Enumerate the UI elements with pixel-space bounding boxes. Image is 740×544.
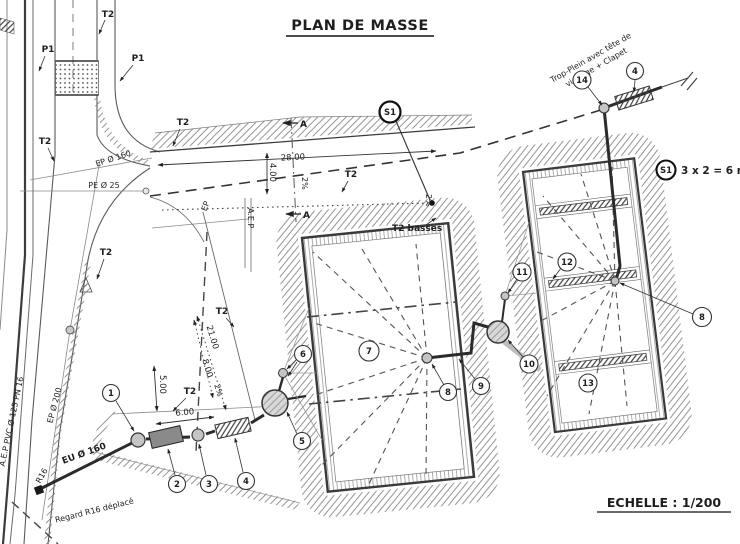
callout-3-num: 3 (206, 480, 212, 490)
p1-label: P1 (42, 45, 55, 55)
callout-4-num: 4 (243, 477, 249, 487)
callout-2-num: 2 (174, 480, 180, 490)
manhole-1 (130, 432, 146, 448)
dimensions (152, 149, 437, 426)
left-road-lines (0, 0, 161, 544)
node-8-right (610, 276, 620, 286)
t2-label: T2 (39, 137, 51, 147)
structure-4 (214, 416, 252, 440)
t2-label: T2 (102, 10, 114, 20)
boundary-lines (149, 108, 605, 223)
pipe-aep-label: A.E.P PVC Ø 125 PN 16 (0, 376, 25, 468)
pipe-ep160-label: EP Ø 160 (94, 148, 132, 169)
callout-5: 5 (292, 431, 312, 451)
callout-2: 2 (167, 474, 187, 494)
node-14 (598, 102, 610, 114)
callout-4-top-num: 4 (632, 67, 638, 77)
callout-8-num: 8 (445, 388, 451, 398)
basin-left (276, 197, 500, 518)
callout-9: 9 (471, 376, 491, 396)
laterals-left (306, 301, 462, 405)
drain-fan-right (536, 166, 628, 415)
junction-fan-lines (282, 221, 539, 441)
t2-label: T2 (100, 248, 112, 258)
section-a-bottom: A (303, 211, 310, 221)
section-a-top: A (300, 120, 307, 130)
slope-top: 2% (300, 177, 309, 190)
callout-11-num: 11 (516, 268, 528, 278)
pipe-pe25-label: PE Ø 25 (88, 180, 119, 190)
structure-2 (148, 425, 184, 449)
callout-7: 7 (358, 340, 380, 362)
callout-7-num: 7 (366, 347, 372, 357)
dim-4: 4.00 (267, 163, 277, 182)
callout-8-left: 8 (438, 382, 458, 402)
node-ep200 (65, 325, 75, 335)
label-leaders (38, 19, 437, 412)
pipe-aep-vertical-label: A.E.P (246, 208, 255, 228)
manhole-3 (191, 428, 205, 442)
callout-6-num: 6 (300, 350, 306, 360)
chamber-5 (261, 389, 289, 417)
eu-start-node (33, 484, 45, 496)
page-title: PLAN DE MASSE (291, 18, 429, 34)
regard-note: Regard R16 déplacé (54, 495, 135, 524)
t2-label: T2 (184, 387, 196, 397)
callout-11: 11 (512, 262, 532, 282)
callout-13: 13 (578, 373, 598, 393)
callout-4-top: 4 (625, 61, 645, 81)
t2-label: T2 (216, 307, 228, 317)
callout-14: 14 (572, 70, 592, 90)
callout-10-num: 10 (523, 360, 535, 370)
dim-5: 5.00 (157, 375, 167, 394)
callout-12: 12 (557, 252, 577, 272)
t2-label: T2 (177, 118, 189, 128)
section-markers: A A (282, 119, 310, 221)
callout-1: 1 (101, 383, 121, 403)
s1-legend: S1 3 x 2 = 6 m² (655, 159, 740, 181)
s1-legend-area: 3 x 2 = 6 m² (681, 165, 740, 177)
bottom-road (91, 405, 301, 511)
dim-28: 28.00 (280, 152, 305, 163)
trop-plein-note: Trop-Plein avec tête de vidange + Clapet (547, 30, 632, 89)
callout-s1: S1 (378, 100, 402, 124)
callout-6: 6 (293, 344, 313, 364)
s1-legend-symbol: S1 (660, 166, 672, 176)
callout-8-right: 8 (691, 306, 713, 328)
callout-3: 3 (199, 474, 219, 494)
drain-fan-left (310, 243, 428, 485)
p1-label: P1 (132, 54, 145, 64)
scale-block: ECHELLE : 1/200 (597, 495, 731, 513)
scale-label: ECHELLE : 1/200 (607, 495, 722, 510)
callout-12-num: 12 (561, 258, 573, 268)
callout-1-num: 1 (108, 389, 114, 399)
junction-6 (278, 368, 288, 378)
node-8-left (421, 352, 433, 364)
t2-basses-label: T2 basses (392, 224, 442, 234)
callout-leaders (115, 79, 694, 476)
callout-13-num: 13 (582, 379, 594, 389)
callout-8-right-num: 8 (699, 313, 705, 323)
dim-8: 8.00 (199, 358, 214, 379)
callout-s1-text: S1 (384, 108, 396, 118)
crosswalk (55, 60, 99, 96)
callout-4: 4 (236, 471, 256, 491)
callout-14-num: 14 (576, 76, 588, 86)
slope-mid: 2% (212, 383, 224, 398)
callout-5-num: 5 (299, 437, 305, 447)
manholes-and-structures (33, 85, 654, 496)
node-11 (500, 291, 510, 301)
dim-6: 6.00 (175, 407, 195, 419)
title-block: PLAN DE MASSE (286, 18, 434, 37)
drain-strips (535, 193, 652, 375)
slope-basin: 2% (424, 194, 433, 207)
basin-right (497, 132, 692, 458)
structure-4-top (614, 85, 654, 111)
callout-9-num: 9 (478, 382, 484, 392)
t2-label: T2 (345, 170, 357, 180)
pipe-ep-short-label: EP (200, 200, 212, 213)
chamber-10 (486, 320, 510, 344)
callout-10: 10 (519, 354, 539, 374)
